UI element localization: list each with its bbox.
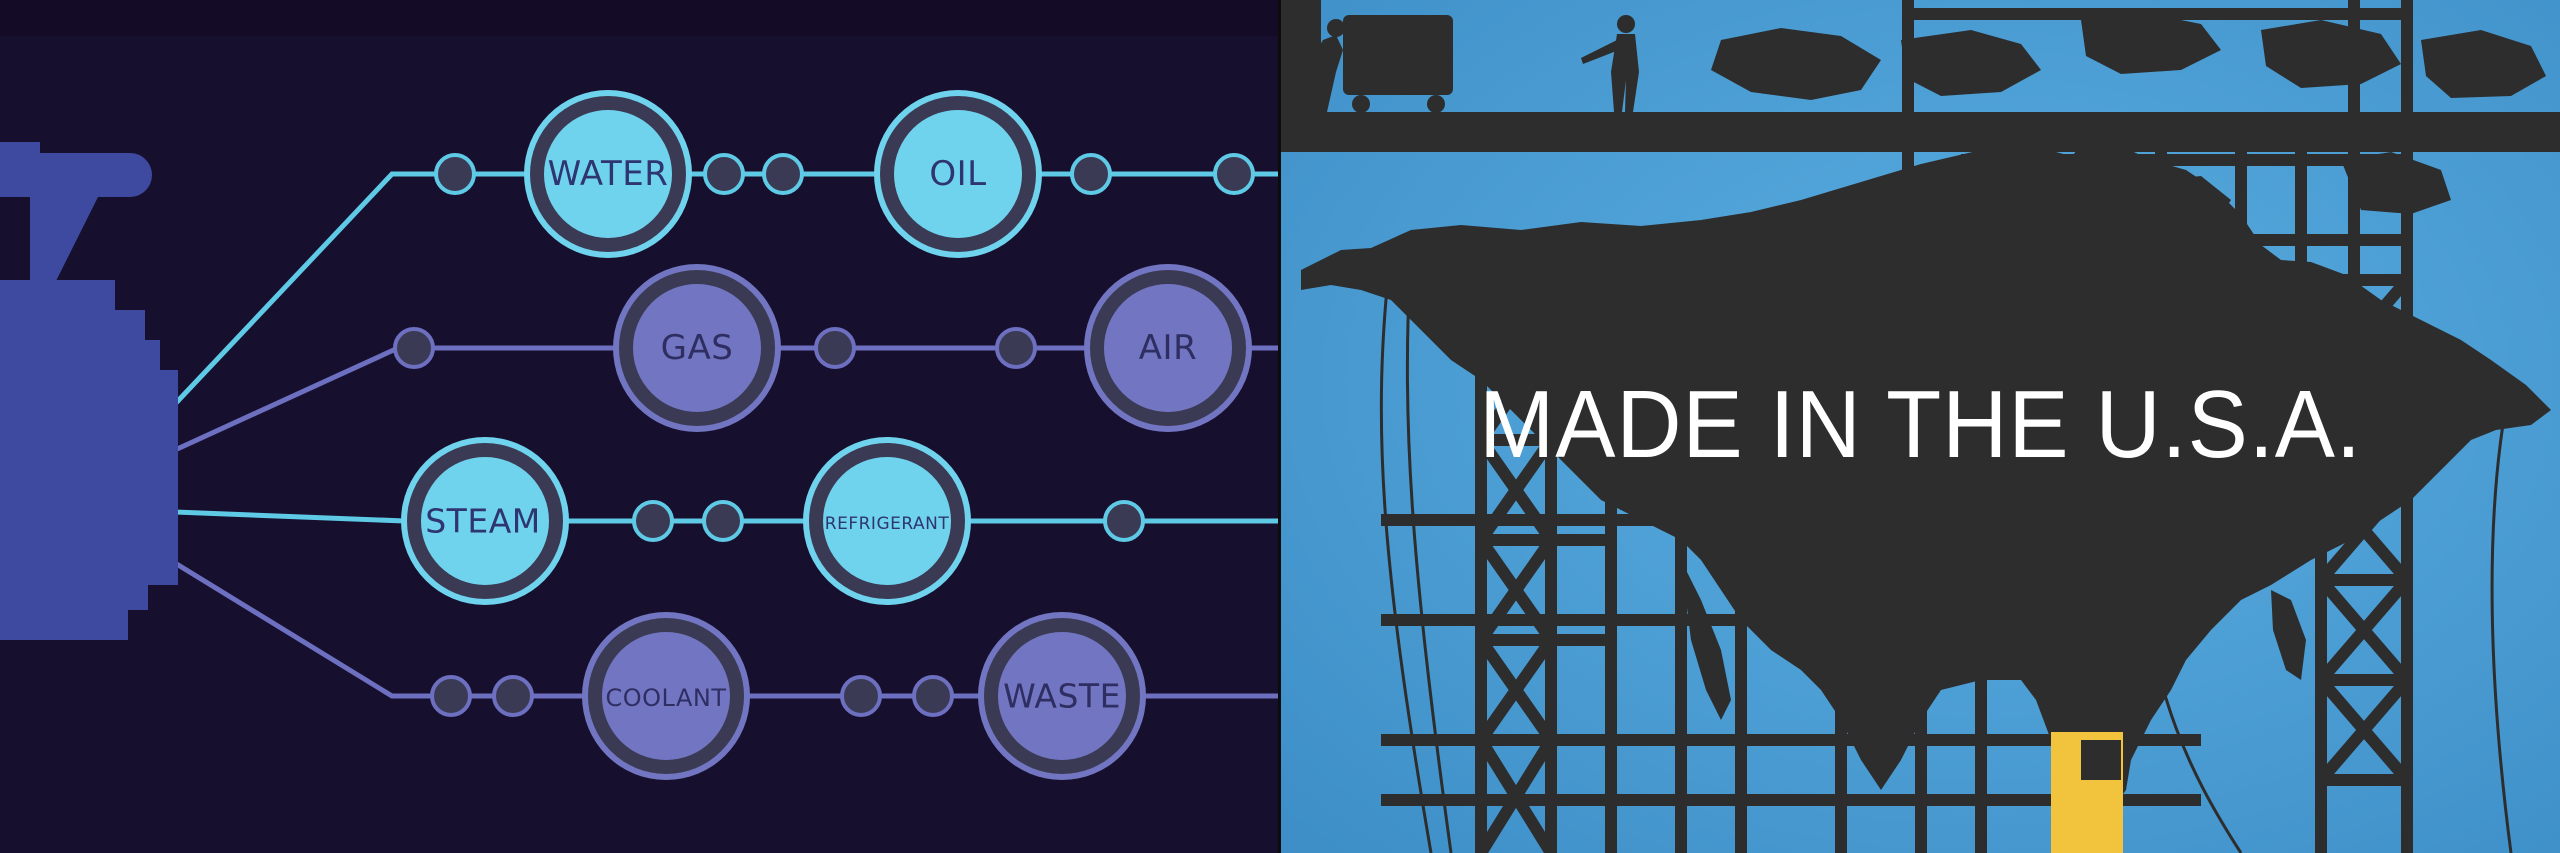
node-label: WASTE	[1003, 677, 1121, 716]
connector-dots	[393, 153, 1255, 717]
worker-silhouette	[1581, 15, 1639, 112]
connector-dot	[840, 675, 882, 717]
yellow-crate	[2051, 732, 2123, 853]
connector-dot	[430, 675, 472, 717]
pipe-lines	[173, 171, 1278, 699]
arctic-islands	[1711, 12, 2546, 230]
usa-artwork-panel: MADE IN THE U.S.A.	[1281, 0, 2560, 853]
node-steam: STEAM	[401, 437, 569, 605]
connector-dot	[912, 675, 954, 717]
node-refrigerant: REFRIGERANT	[803, 437, 971, 605]
pipeline-diagram: WATER OIL GAS AIR	[0, 0, 1278, 780]
connector-dot	[762, 153, 804, 195]
node-label: REFRIGERANT	[825, 514, 950, 534]
connector-dot	[1070, 153, 1112, 195]
usa-artwork	[1281, 0, 2560, 853]
node-label: OIL	[929, 154, 986, 194]
connector-dot	[995, 327, 1037, 369]
connector-dot	[632, 500, 674, 542]
node-label: WATER	[548, 154, 669, 194]
node-air: AIR	[1084, 264, 1252, 432]
pipeline-panel: WATER OIL GAS AIR	[0, 0, 1278, 853]
connector-dot	[1103, 500, 1145, 542]
node-water: WATER	[524, 90, 692, 258]
node-label: COOLANT	[606, 684, 727, 712]
connector-dot	[492, 675, 534, 717]
node-waste: WASTE	[978, 612, 1146, 780]
node-oil: OIL	[874, 90, 1042, 258]
connector-dot	[703, 153, 745, 195]
connector-dot	[393, 327, 435, 369]
connector-dot	[1213, 153, 1255, 195]
top-platform	[1281, 0, 2560, 152]
node-label: STEAM	[425, 502, 541, 541]
connector-dot	[702, 500, 744, 542]
peninsulas	[1681, 560, 2306, 720]
node-label: AIR	[1139, 328, 1197, 368]
top-band	[0, 0, 1278, 36]
connector-dot	[814, 327, 856, 369]
connector-dot	[434, 153, 476, 195]
cart-icon	[1301, 15, 1453, 113]
node-label: GAS	[661, 328, 734, 368]
north-america-map	[1301, 140, 2551, 810]
panel-divider	[1278, 0, 1281, 853]
node-gas: GAS	[613, 264, 781, 432]
node-coolant: COOLANT	[582, 612, 750, 780]
machine-icon	[0, 142, 178, 640]
